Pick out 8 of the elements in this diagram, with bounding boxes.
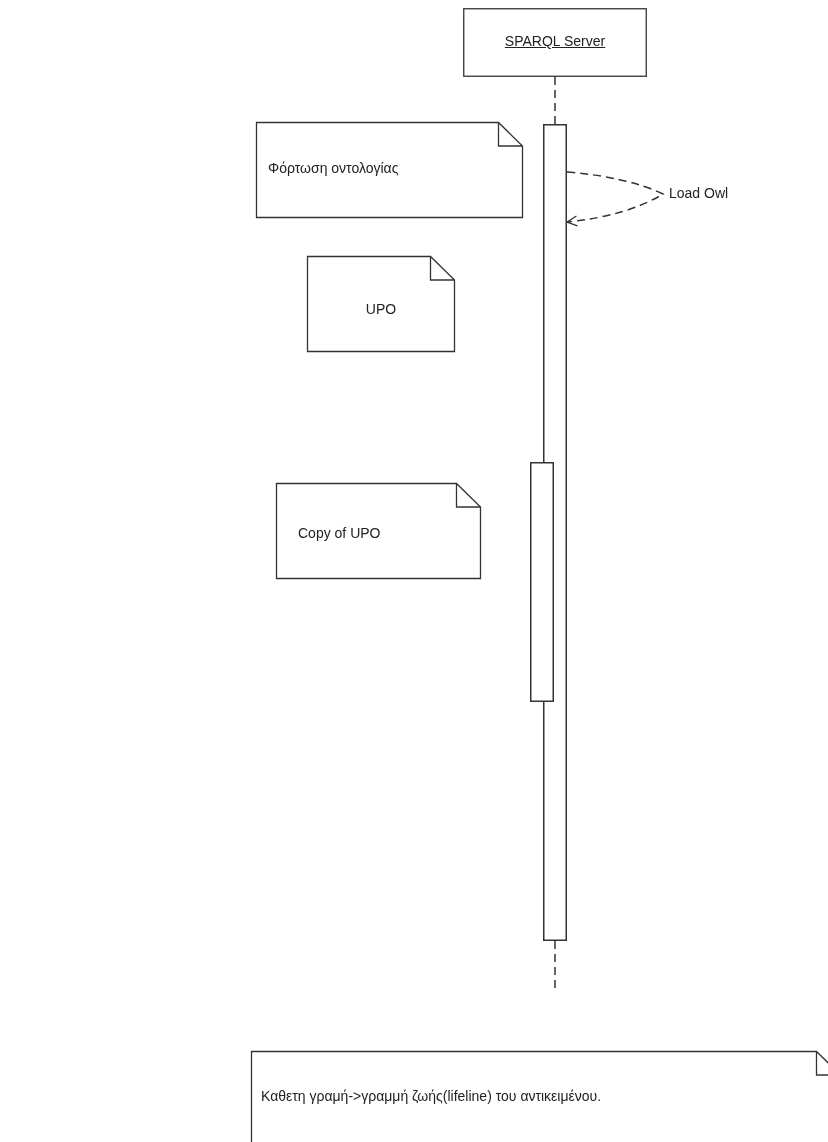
note-text: Copy of UPO [298,525,381,541]
self-message-arrow [566,171,664,227]
note-text: UPO [364,301,398,317]
lifeline [554,76,556,125]
message-label: Load Owl [668,185,730,201]
object-name: SPARQL Server [503,33,607,49]
note-text: Φόρτωση οντολογίας [268,160,399,176]
note-text: Καθετη γραμή->γραμμή ζωής(lifeline) του αντικειμένου. [261,1088,602,1104]
